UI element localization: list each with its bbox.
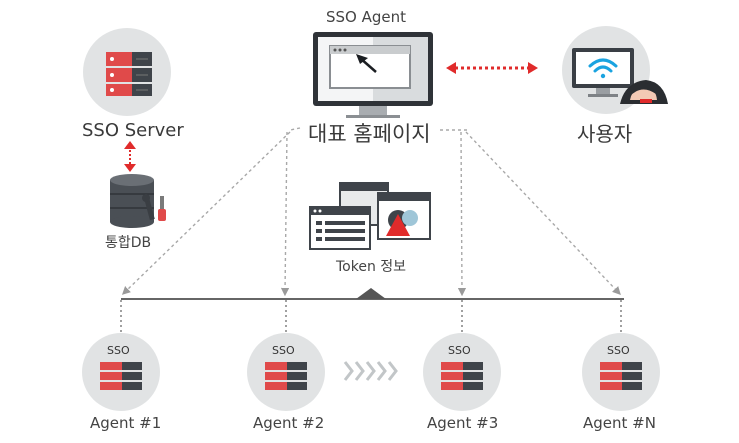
wrench-icon <box>142 194 155 221</box>
agent-label-2: Agent #2 <box>253 414 325 432</box>
screwdriver-icon <box>158 196 166 221</box>
agent-badge-n: SSO <box>607 344 630 357</box>
agent-label-1: Agent #1 <box>90 414 162 432</box>
agent-server-icon-3 <box>441 362 483 390</box>
connector-agent1 <box>121 131 291 295</box>
wifi-icon <box>588 58 618 79</box>
sso-agent-label: SSO Agent <box>326 8 407 26</box>
agent-label-3: Agent #3 <box>427 414 499 432</box>
sso-server-node <box>83 28 171 116</box>
connector-agentN <box>465 131 621 296</box>
token-label: Token 정보 <box>336 259 407 275</box>
sso-server-label: SSO Server <box>82 120 184 141</box>
dashed-connectors <box>121 127 621 297</box>
user-label: 사용자 <box>577 122 633 146</box>
monitor-user-arrow <box>446 62 538 74</box>
db-label: 통합DB <box>105 235 152 251</box>
agent-server-icon-n <box>600 362 642 390</box>
agent-server-icon-1 <box>100 362 142 390</box>
server-icon <box>106 52 152 96</box>
homepage-label: 대표 홈페이지 <box>304 118 435 148</box>
server-db-arrow <box>124 141 136 172</box>
bus-line <box>121 288 624 300</box>
agent-label-n: Agent #N <box>583 414 656 432</box>
cursor-icon <box>356 54 377 73</box>
chevron-icon <box>343 361 398 381</box>
user-icon <box>620 80 668 104</box>
user-node <box>562 26 668 114</box>
connector-agent2 <box>280 131 290 297</box>
token-icon <box>309 182 431 250</box>
agent-badge-2: SSO <box>272 344 295 357</box>
database-icon <box>110 174 166 228</box>
agent-server-icon-2 <box>265 362 307 390</box>
connector-agent3 <box>457 131 467 297</box>
agent-badge-3: SSO <box>448 344 471 357</box>
agent-drops <box>120 300 622 340</box>
agent-badge-1: SSO <box>107 344 130 357</box>
bus-triangle <box>356 288 386 299</box>
homepage-monitor <box>313 32 433 119</box>
